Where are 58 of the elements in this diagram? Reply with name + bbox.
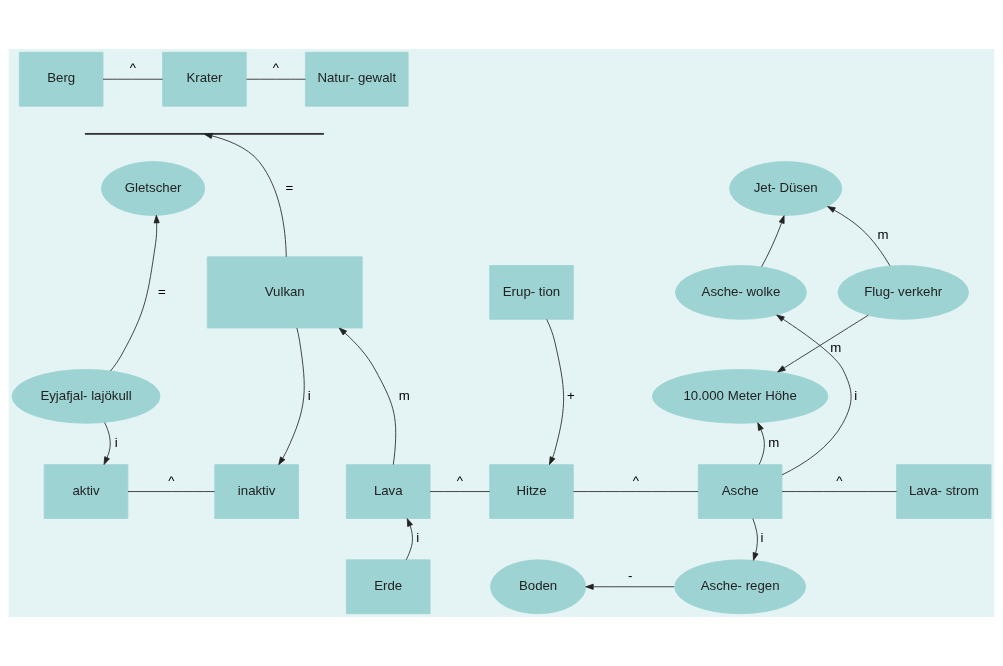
connector <box>429 491 491 492</box>
node-box: Berg <box>18 51 104 107</box>
arrow <box>110 214 160 372</box>
edge-label: = <box>285 179 294 195</box>
arrow <box>204 132 287 258</box>
edge-label: i <box>854 387 858 403</box>
node-ellipse: Boden <box>490 559 587 615</box>
edge-label: ^ <box>632 472 639 488</box>
edge-label: = <box>157 283 166 299</box>
arrow <box>757 422 765 465</box>
connector <box>781 491 897 492</box>
node-ellipse: Asche- regen <box>674 559 807 615</box>
node-box: aktiv <box>43 464 129 519</box>
edge-label: + <box>566 387 575 403</box>
edge-label: i <box>416 530 420 546</box>
arrow <box>761 215 785 268</box>
node-box: inaktiv <box>214 464 299 519</box>
edge-label: ^ <box>168 472 175 488</box>
node-box: Krater <box>162 51 247 107</box>
node-box: Lava- strom <box>896 464 992 519</box>
connector <box>127 491 215 492</box>
edge-label: ^ <box>272 60 279 76</box>
edge-label: ^ <box>836 472 843 488</box>
node-ellipse: Flug- verkehr <box>837 265 969 320</box>
arrow <box>546 319 564 465</box>
edge-label: i <box>760 530 764 546</box>
arrow <box>103 422 111 465</box>
node-box: Erup- tion <box>489 265 574 320</box>
connector <box>102 78 163 80</box>
arrow <box>827 206 891 267</box>
node-box: Lava <box>346 464 431 519</box>
edge-label: m <box>877 227 889 243</box>
node-box: Asche <box>697 464 783 519</box>
node-box: Erde <box>346 559 431 615</box>
node-box: Natur- gewalt <box>305 51 409 107</box>
connector <box>246 78 306 80</box>
arrow <box>752 518 759 561</box>
edge-label: m <box>768 435 780 451</box>
edge-label: - <box>627 567 633 583</box>
arrow <box>777 314 869 373</box>
arrow <box>776 314 852 476</box>
connector <box>573 491 699 492</box>
node-box: Hitze <box>489 464 574 519</box>
edge-label: m <box>398 387 410 403</box>
node-ellipse: 10.000 Meter Höhe <box>652 369 829 424</box>
edge-label: ^ <box>129 60 136 76</box>
edge-label: i <box>114 435 118 451</box>
arrow <box>338 327 397 465</box>
node-box: Vulkan <box>206 256 363 329</box>
arrow <box>405 518 413 561</box>
edge-label: ^ <box>456 472 463 488</box>
edge-label: i <box>307 387 311 403</box>
node-ellipse: Gletscher <box>101 161 206 216</box>
arrow <box>585 583 675 590</box>
node-bar <box>84 133 325 135</box>
edge-label: m <box>830 339 842 355</box>
arrow <box>278 327 305 466</box>
node-ellipse: Eyjafjal- lajökull <box>11 369 161 424</box>
